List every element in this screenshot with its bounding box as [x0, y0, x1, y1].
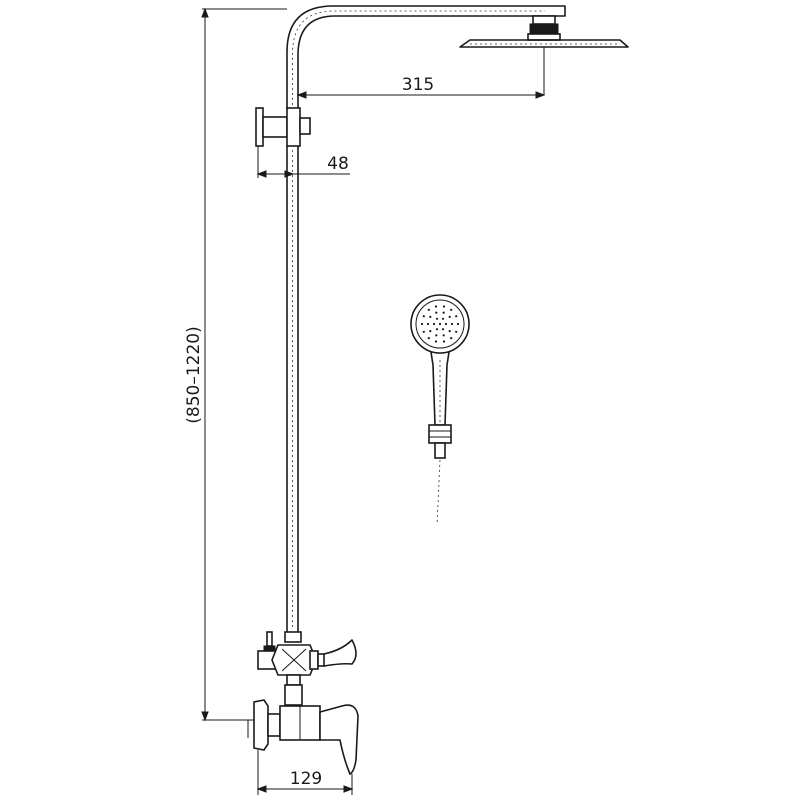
- nozzle-dot: [435, 311, 438, 314]
- mixer-valve: [247, 699, 359, 795]
- nozzle-dot: [456, 322, 460, 326]
- nozzle-dot: [441, 317, 445, 320]
- nozzle-dot: [422, 330, 425, 333]
- nozzle-dot: [435, 334, 438, 337]
- diverter-valve: [257, 631, 325, 706]
- nozzle-dot: [434, 305, 438, 308]
- nozzle-dot: [450, 322, 454, 326]
- nozzle-dot: [441, 328, 445, 331]
- nozzle-dot: [455, 330, 458, 333]
- dimension-129: 129: [256, 769, 354, 793]
- hand-shower-nozzles: [420, 305, 460, 343]
- nozzle-dot: [450, 308, 453, 311]
- nozzle-dot: [455, 315, 458, 318]
- wall-bracket: [255, 107, 311, 178]
- rain-shower-head: [459, 15, 629, 95]
- nozzle-dot: [442, 340, 446, 343]
- dimension-label-129: 129: [290, 769, 322, 789]
- hose-outlet: [323, 639, 357, 667]
- nozzle-dot: [427, 337, 430, 340]
- nozzle-dot: [429, 330, 432, 333]
- nozzle-dot: [426, 322, 430, 326]
- nozzle-dot: [420, 322, 424, 326]
- nozzle-dot: [438, 322, 442, 326]
- nozzle-dot: [429, 315, 432, 318]
- nozzle-dot: [422, 315, 425, 318]
- nozzle-dot: [427, 308, 430, 311]
- nozzle-dot: [434, 340, 438, 343]
- nozzle-dot: [448, 315, 451, 318]
- riser-pipe: [286, 145, 299, 633]
- nozzle-dot: [442, 305, 446, 308]
- hand-shower: [410, 294, 470, 526]
- dimension-height-range: (850–1220): [184, 7, 287, 722]
- nozzle-dot: [435, 317, 439, 320]
- nozzle-dot: [442, 334, 445, 337]
- nozzle-dot: [448, 330, 451, 333]
- nozzle-dot: [442, 311, 445, 314]
- dimension-label-48: 48: [327, 154, 349, 174]
- dimension-label-height-range: (850–1220): [184, 326, 204, 423]
- nozzle-dot: [432, 322, 436, 326]
- overhead-shower-arm: [286, 5, 566, 111]
- nozzle-dot: [444, 322, 448, 326]
- dimension-label-315: 315: [402, 75, 434, 95]
- nozzle-dot: [435, 328, 439, 331]
- dimension-48: 48: [256, 154, 350, 178]
- dimension-315: 315: [296, 75, 546, 99]
- nozzle-dot: [450, 337, 453, 340]
